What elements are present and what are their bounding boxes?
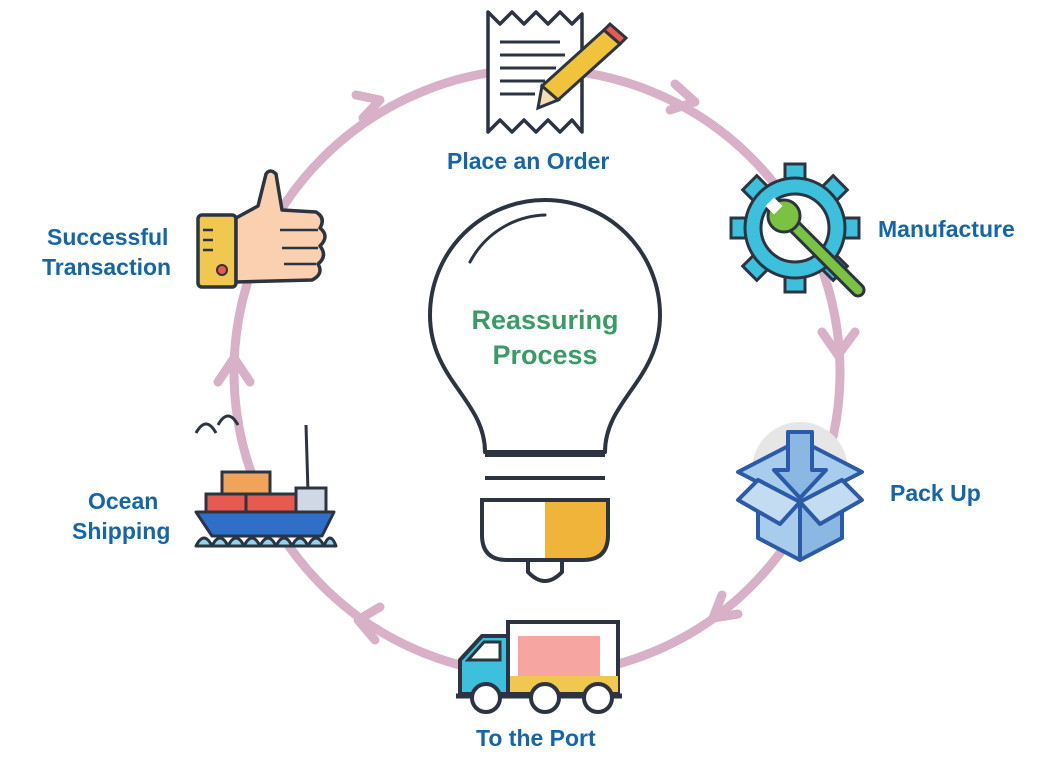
label-successful-line-1: Successful: [47, 224, 169, 250]
arrow-4: [708, 590, 743, 623]
arrow-2: [665, 79, 700, 115]
arrow-3: [817, 327, 860, 360]
truck-icon: [456, 620, 622, 714]
cycle-arrows: [213, 79, 860, 645]
label-manufacture: Manufacture: [878, 216, 1015, 242]
arrow-5: [353, 602, 385, 645]
label-transaction-line-2: Transaction: [42, 254, 172, 280]
label-to-the-port: To the Port: [476, 725, 596, 751]
label-place-an-order: Place an Order: [447, 148, 610, 174]
label-shipping-line-2: Shipping: [72, 518, 171, 544]
center-title-line-2: Process: [492, 340, 598, 370]
gear-wrench-icon: [729, 162, 866, 298]
center-title-line-1: Reassuring: [471, 305, 619, 335]
cargo-ship-icon: [194, 414, 338, 548]
label-pack-up: Pack Up: [890, 480, 981, 506]
arrow-1: [351, 90, 385, 123]
label-ocean-line-1: Ocean: [88, 488, 159, 514]
lightbulb-icon: [428, 198, 662, 583]
box-arrow-icon: [736, 422, 864, 562]
order-form-pencil-icon: [486, 10, 629, 134]
thumbs-up-icon: [196, 169, 327, 289]
arrow-6: [213, 353, 255, 387]
